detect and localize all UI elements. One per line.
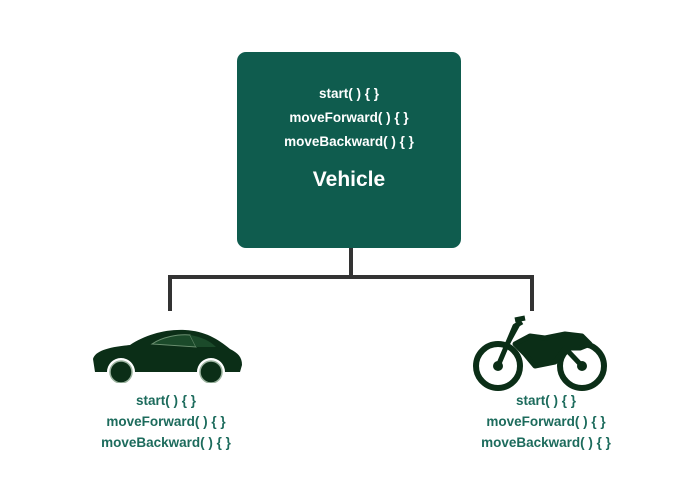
vehicle-method: start( ) { }	[318, 86, 379, 101]
motorcycle-methods: start( ) { } moveForward( ) { } moveBack…	[446, 390, 646, 453]
connector-horizontal	[168, 275, 534, 279]
car-method: start( ) { }	[135, 393, 196, 408]
motorcycle-method: moveForward( ) { }	[486, 414, 606, 429]
car-icon	[93, 329, 242, 383]
vehicle-class-box: start( ) { } moveForward( ) { } moveBack…	[237, 52, 461, 248]
car-method: moveForward( ) { }	[106, 414, 226, 429]
car-methods: start( ) { } moveForward( ) { } moveBack…	[66, 390, 266, 453]
car-method: moveBackward( ) { }	[101, 435, 231, 450]
connector-right	[530, 275, 534, 311]
connector-trunk	[349, 248, 353, 278]
motorcycle-method: start( ) { }	[515, 393, 576, 408]
motorcycle-icon	[473, 315, 607, 391]
vehicle-class-name: Vehicle	[312, 168, 386, 191]
vehicle-method: moveForward( ) { }	[289, 110, 409, 125]
connector-left	[168, 275, 172, 311]
vehicle-method: moveBackward( ) { }	[284, 134, 414, 149]
motorcycle-method: moveBackward( ) { }	[481, 435, 611, 450]
